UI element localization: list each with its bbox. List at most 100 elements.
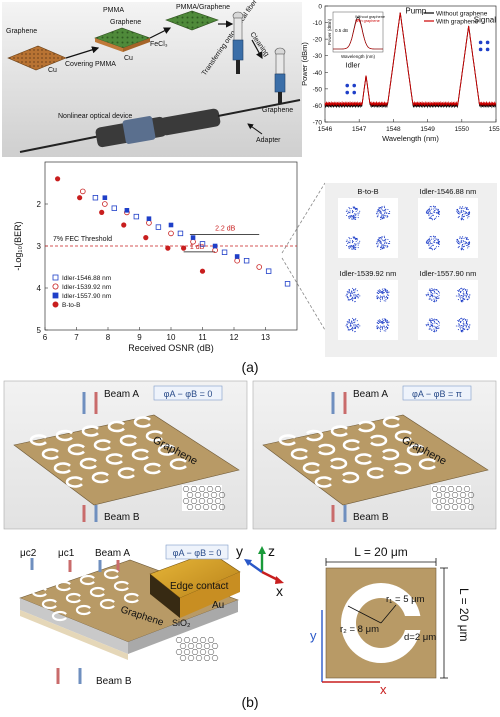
constellation-point — [382, 217, 384, 220]
c-shaped-resonator — [65, 592, 81, 604]
constellation-point — [349, 212, 351, 214]
constellation-point — [435, 212, 437, 214]
constellation-point — [434, 301, 436, 303]
constellation-point — [460, 211, 462, 213]
constellation-point — [354, 330, 356, 332]
constellation-point — [425, 212, 427, 214]
constellation-point — [438, 322, 441, 324]
constellation-point — [433, 318, 435, 320]
constellation-point — [378, 240, 380, 243]
constellation-point — [345, 210, 347, 212]
constellation-point — [348, 241, 350, 243]
constellation-point — [381, 236, 383, 238]
constellation-point — [426, 210, 428, 212]
constellation-point — [462, 295, 464, 297]
constellation-point — [457, 247, 459, 249]
constellation-point — [425, 241, 428, 243]
constellation-point — [431, 242, 433, 245]
constellation-point — [466, 323, 469, 325]
constellation-point — [433, 321, 435, 323]
constellation-point — [429, 206, 431, 208]
constellation-point — [355, 216, 357, 218]
constellation-point — [465, 244, 467, 247]
constellation-point — [347, 327, 349, 329]
constellation-point — [468, 243, 470, 245]
constellation-point — [463, 249, 465, 251]
lattice-hexagon — [202, 504, 210, 510]
constellation-point — [377, 209, 379, 211]
series-idler-1546 — [111, 205, 117, 211]
constellation-point — [438, 245, 440, 248]
c-shaped-resonator — [123, 592, 139, 604]
constellation-point — [351, 298, 353, 300]
constellation-point — [457, 290, 460, 292]
constellation-point — [458, 289, 460, 291]
inset-xlabel: Wavelength (nm) — [341, 54, 376, 59]
constellation-point — [456, 241, 458, 244]
constellation-point — [434, 237, 436, 239]
constellation-point — [463, 245, 466, 247]
constellation-point — [430, 215, 432, 217]
lattice-hexagon — [175, 649, 183, 655]
lattice-hexagon — [206, 498, 214, 504]
constellation-point — [459, 326, 461, 328]
c-shaped-resonator — [75, 604, 91, 616]
constellation-point — [456, 209, 458, 211]
series-b-to-b — [143, 235, 149, 241]
constellation-point — [384, 319, 386, 321]
constellation-point — [352, 300, 354, 302]
constellation-point — [380, 207, 382, 209]
constellation-point — [351, 248, 353, 250]
unit-cell-d: d=2 μm — [404, 632, 436, 643]
constellation-title: B-to-B — [357, 187, 378, 196]
constellation-point — [351, 328, 353, 330]
constellation-point — [425, 294, 427, 296]
fab-covering-label: Covering PMMA — [65, 61, 116, 68]
constellation-point — [436, 319, 438, 321]
spectrum-legend-with: With graphene — [436, 19, 479, 26]
constellation-point — [354, 238, 356, 240]
constellation-point — [351, 321, 353, 323]
constellation-point — [458, 211, 460, 213]
spectrum-ytick-label: -40 — [313, 70, 323, 77]
constellation-point — [381, 214, 383, 216]
constellation-point — [433, 330, 435, 333]
graphene-lattice — [182, 485, 222, 511]
constellation-point — [378, 321, 380, 323]
lattice-hexagon — [206, 486, 214, 492]
constellation-point — [436, 238, 438, 240]
inset-legend-with: With graphene — [355, 19, 380, 23]
constellation-point — [437, 325, 439, 328]
qpsk-dot — [478, 40, 483, 45]
constellation-point — [434, 292, 436, 294]
constellation-point — [463, 215, 466, 217]
series-b-to-b — [55, 176, 61, 182]
constellation-point — [350, 295, 352, 297]
device-edge-contact: Edge contact — [170, 581, 229, 592]
constellation-point — [346, 326, 348, 328]
constellation-point — [385, 208, 387, 210]
constellation-point — [354, 327, 357, 330]
constellation-point — [459, 321, 461, 323]
constellation-point — [348, 216, 350, 218]
constellation-point — [430, 213, 432, 215]
constellation-point — [348, 292, 350, 294]
constellation-point — [376, 326, 378, 329]
constellation-point — [380, 246, 382, 248]
spectrum-ytick-label: -10 — [313, 20, 323, 27]
constellation-point — [347, 241, 349, 243]
c-shaped-resonator — [91, 471, 109, 484]
constellation-point — [430, 298, 432, 300]
constellation-point — [376, 212, 378, 214]
constellation-point — [383, 212, 386, 214]
lattice-hexagon — [431, 498, 439, 504]
constellation-point — [380, 208, 382, 210]
constellation-point — [460, 288, 462, 290]
constellation-point — [353, 295, 355, 297]
constellation-point — [462, 322, 464, 324]
constellation-point — [433, 329, 435, 331]
constellation-point — [382, 296, 384, 298]
constellation-point — [384, 297, 386, 299]
constellation-point — [431, 293, 433, 295]
